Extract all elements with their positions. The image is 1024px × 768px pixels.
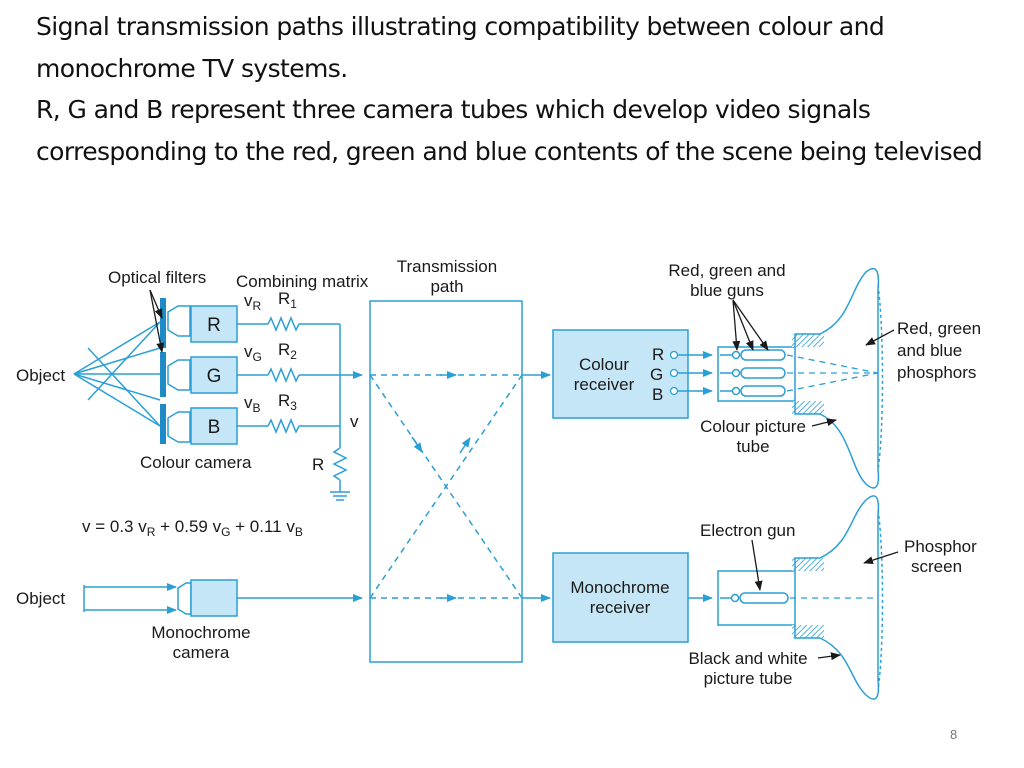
optical-filters xyxy=(160,298,166,444)
monochrome-receiver: Monochrome receiver xyxy=(552,552,689,643)
combining-matrix-label: Combining matrix xyxy=(236,272,369,291)
svg-text:and blue: and blue xyxy=(897,341,962,360)
bw-picture-tube xyxy=(717,495,884,700)
object-mono: Object xyxy=(16,589,65,608)
optical-filters-label: Optical filters xyxy=(108,268,206,287)
rgb-phosphors-label: Red, green and blue phosphors xyxy=(897,319,981,382)
object-rays-colour xyxy=(73,321,161,427)
camera-lenses xyxy=(167,305,191,443)
heading-line-2: R, G and B represent three camera tubes … xyxy=(36,95,983,166)
svg-text:Colour picture: Colour picture xyxy=(700,417,806,436)
heading-line-1: Signal transmission paths illustrating c… xyxy=(36,12,885,83)
tube-g: G xyxy=(190,356,238,394)
rgb-guns-label: Red, green and blue guns xyxy=(668,261,785,300)
colour-picture-tube-label: Colour picture tube xyxy=(700,417,806,456)
page-number: 8 xyxy=(950,727,958,742)
tube-r: R xyxy=(190,305,238,343)
svg-text:Red, green: Red, green xyxy=(897,319,981,338)
label-v-node: v xyxy=(350,412,359,431)
svg-text:vG: vG xyxy=(244,342,262,364)
svg-text:R: R xyxy=(207,315,221,336)
svg-text:R2: R2 xyxy=(278,340,297,362)
bw-tube-label: Black and white picture tube xyxy=(688,649,807,688)
label-vb: vB xyxy=(244,393,261,415)
label-r-ground: R xyxy=(312,455,324,474)
svg-text:R3: R3 xyxy=(278,391,297,413)
svg-text:Object: Object xyxy=(16,589,65,608)
colour-receiver: Colour receiver xyxy=(552,329,689,419)
svg-text:Monochrome: Monochrome xyxy=(151,623,250,642)
colour-camera-label: Colour camera xyxy=(140,453,252,472)
transmission-path xyxy=(369,300,523,663)
colour-beams xyxy=(786,354,879,392)
svg-text:G: G xyxy=(207,366,222,387)
transmission-lines xyxy=(369,374,523,599)
svg-text:vB: vB xyxy=(244,393,261,415)
svg-text:camera: camera xyxy=(173,643,230,662)
svg-text:R1: R1 xyxy=(278,289,297,311)
svg-text:v = 0.3 vR + 0.59 vG + 0.11 vB: v = 0.3 vR + 0.59 vG + 0.11 vB xyxy=(82,517,303,539)
transmission-path-label-2: path xyxy=(430,277,463,296)
svg-text:Monochrome: Monochrome xyxy=(570,578,669,597)
electron-gun-label: Electron gun xyxy=(700,521,795,540)
label-vg: vG xyxy=(244,342,262,364)
colour-picture-tube xyxy=(717,268,884,489)
transmission-path-label-1: Transmission xyxy=(397,257,497,276)
combining-matrix xyxy=(237,316,363,501)
svg-text:screen: screen xyxy=(911,557,962,576)
svg-text:Phosphor: Phosphor xyxy=(904,537,977,556)
tube-b: B xyxy=(190,407,238,445)
label-vr: vR xyxy=(244,291,262,313)
svg-text:tube: tube xyxy=(736,437,769,456)
receiver-outputs: R G B xyxy=(650,345,713,404)
phosphor-screen-label: Phosphor screen xyxy=(904,537,977,576)
svg-text:G: G xyxy=(650,365,663,384)
monochrome-camera-label: Monochrome camera xyxy=(151,623,250,662)
svg-text:receiver: receiver xyxy=(590,598,651,617)
luminance-equation: v = 0.3 vR + 0.59 vG + 0.11 vB xyxy=(82,517,303,539)
svg-text:Black and white: Black and white xyxy=(688,649,807,668)
electron-gun-arrow xyxy=(751,539,763,591)
svg-text:picture tube: picture tube xyxy=(704,669,793,688)
label-r3: R3 xyxy=(278,391,297,413)
slide-heading: Signal transmission paths illustrating c… xyxy=(36,6,996,172)
label-r1: R1 xyxy=(278,289,297,311)
svg-text:Object: Object xyxy=(16,366,65,385)
svg-text:R: R xyxy=(652,345,664,364)
svg-text:B: B xyxy=(652,385,663,404)
svg-text:phosphors: phosphors xyxy=(897,363,976,382)
svg-text:Red, green and: Red, green and xyxy=(668,261,785,280)
svg-text:B: B xyxy=(208,417,221,438)
svg-text:blue guns: blue guns xyxy=(690,281,764,300)
object-rays-mono xyxy=(83,582,192,615)
svg-text:Colour: Colour xyxy=(579,355,629,374)
svg-text:receiver: receiver xyxy=(574,375,635,394)
svg-text:vR: vR xyxy=(244,291,262,313)
object-colour: Object xyxy=(16,366,65,385)
label-r2: R2 xyxy=(278,340,297,362)
monochrome-camera xyxy=(190,579,238,617)
